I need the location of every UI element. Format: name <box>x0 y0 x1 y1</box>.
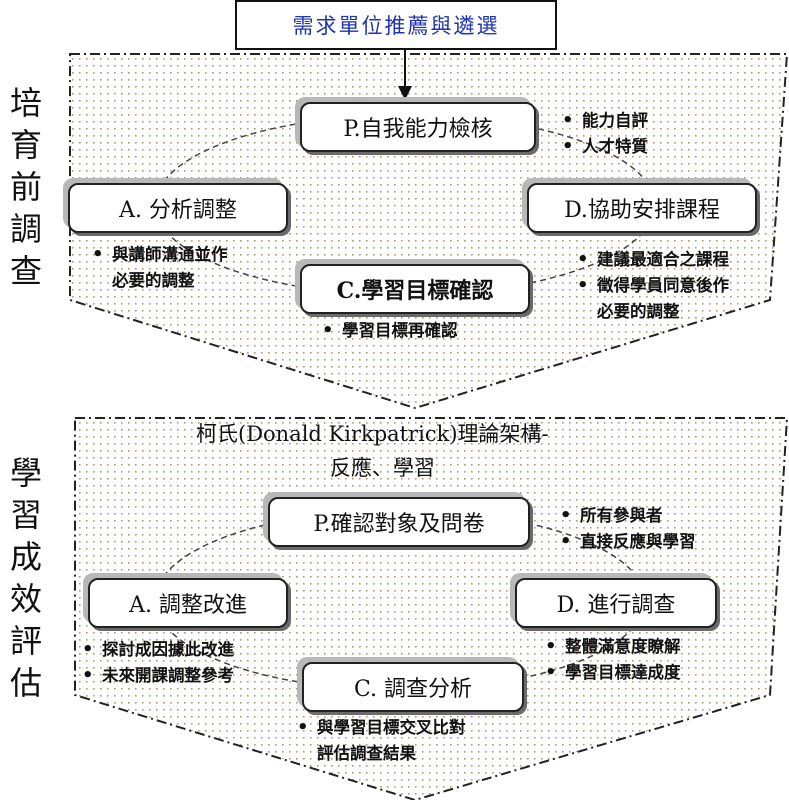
note-item: 直接反應與學習 <box>558 529 696 555</box>
section2-d-box: D. 進行調查 <box>515 578 717 628</box>
note-item: 整體滿意度瞭解 <box>543 634 681 660</box>
note-item: 學習目標再確認 <box>320 318 458 344</box>
section1-d-box: D.協助安排課程 <box>527 183 757 233</box>
note-item: 探討成因據此改進 <box>80 637 234 663</box>
recommendation-selection-box: 需求單位推薦與遴選 <box>235 0 557 50</box>
section1-c-notes: 學習目標再確認 <box>320 318 458 344</box>
section1-p-notes: 能力自評 人才特質 <box>560 108 648 160</box>
note-item: 評估調查結果 <box>317 744 416 763</box>
section2-d-notes: 整體滿意度瞭解 學習目標達成度 <box>543 634 681 686</box>
section1-a-notes: 與講師溝通並作 必要的調整 <box>90 242 228 294</box>
section2-c-box: C. 調查分析 <box>302 662 524 712</box>
section2-title: 學習成效評估 <box>9 454 42 702</box>
section2-a-box: A. 調整改進 <box>88 578 288 628</box>
note-item: 必要的調整 <box>597 302 680 321</box>
section2-p-box: P.確認對象及問卷 <box>268 497 530 547</box>
note-item: 人才特質 <box>560 134 648 160</box>
theory-line-2: 反應、學習 <box>330 456 435 480</box>
note-item: 與講師溝通並作 <box>90 242 228 268</box>
note-item: 能力自評 <box>560 108 648 134</box>
section1-title: 培育前調查 <box>9 84 42 290</box>
theory-line-1: 柯氏(Donald Kirkpatrick)理論架構- <box>196 422 549 446</box>
arrow-head <box>398 86 412 100</box>
note-item: 所有參與者 <box>558 503 696 529</box>
note-item: 學習目標達成度 <box>543 660 681 686</box>
section1-d-notes: 建議最適合之課程 徵得學員同意後作 必要的調整 <box>575 247 729 325</box>
section2-c-notes: 與學習目標交叉比對 評估調查結果 <box>295 715 466 767</box>
note-item: 徵得學員同意後作 <box>575 273 729 299</box>
note-item: 與學習目標交叉比對 <box>295 715 466 741</box>
section1-c-box: C.學習目標確認 <box>300 264 530 314</box>
note-item: 必要的調整 <box>112 271 195 290</box>
section1-a-box: A. 分析調整 <box>68 183 288 233</box>
section2-a-notes: 探討成因據此改進 未來開課調整參考 <box>80 637 234 689</box>
section2-p-notes: 所有參與者 直接反應與學習 <box>558 503 696 555</box>
note-item: 建議最適合之課程 <box>575 247 729 273</box>
note-item: 未來開課調整參考 <box>80 663 234 689</box>
section1-p-box: P.自我能力檢核 <box>300 102 536 152</box>
